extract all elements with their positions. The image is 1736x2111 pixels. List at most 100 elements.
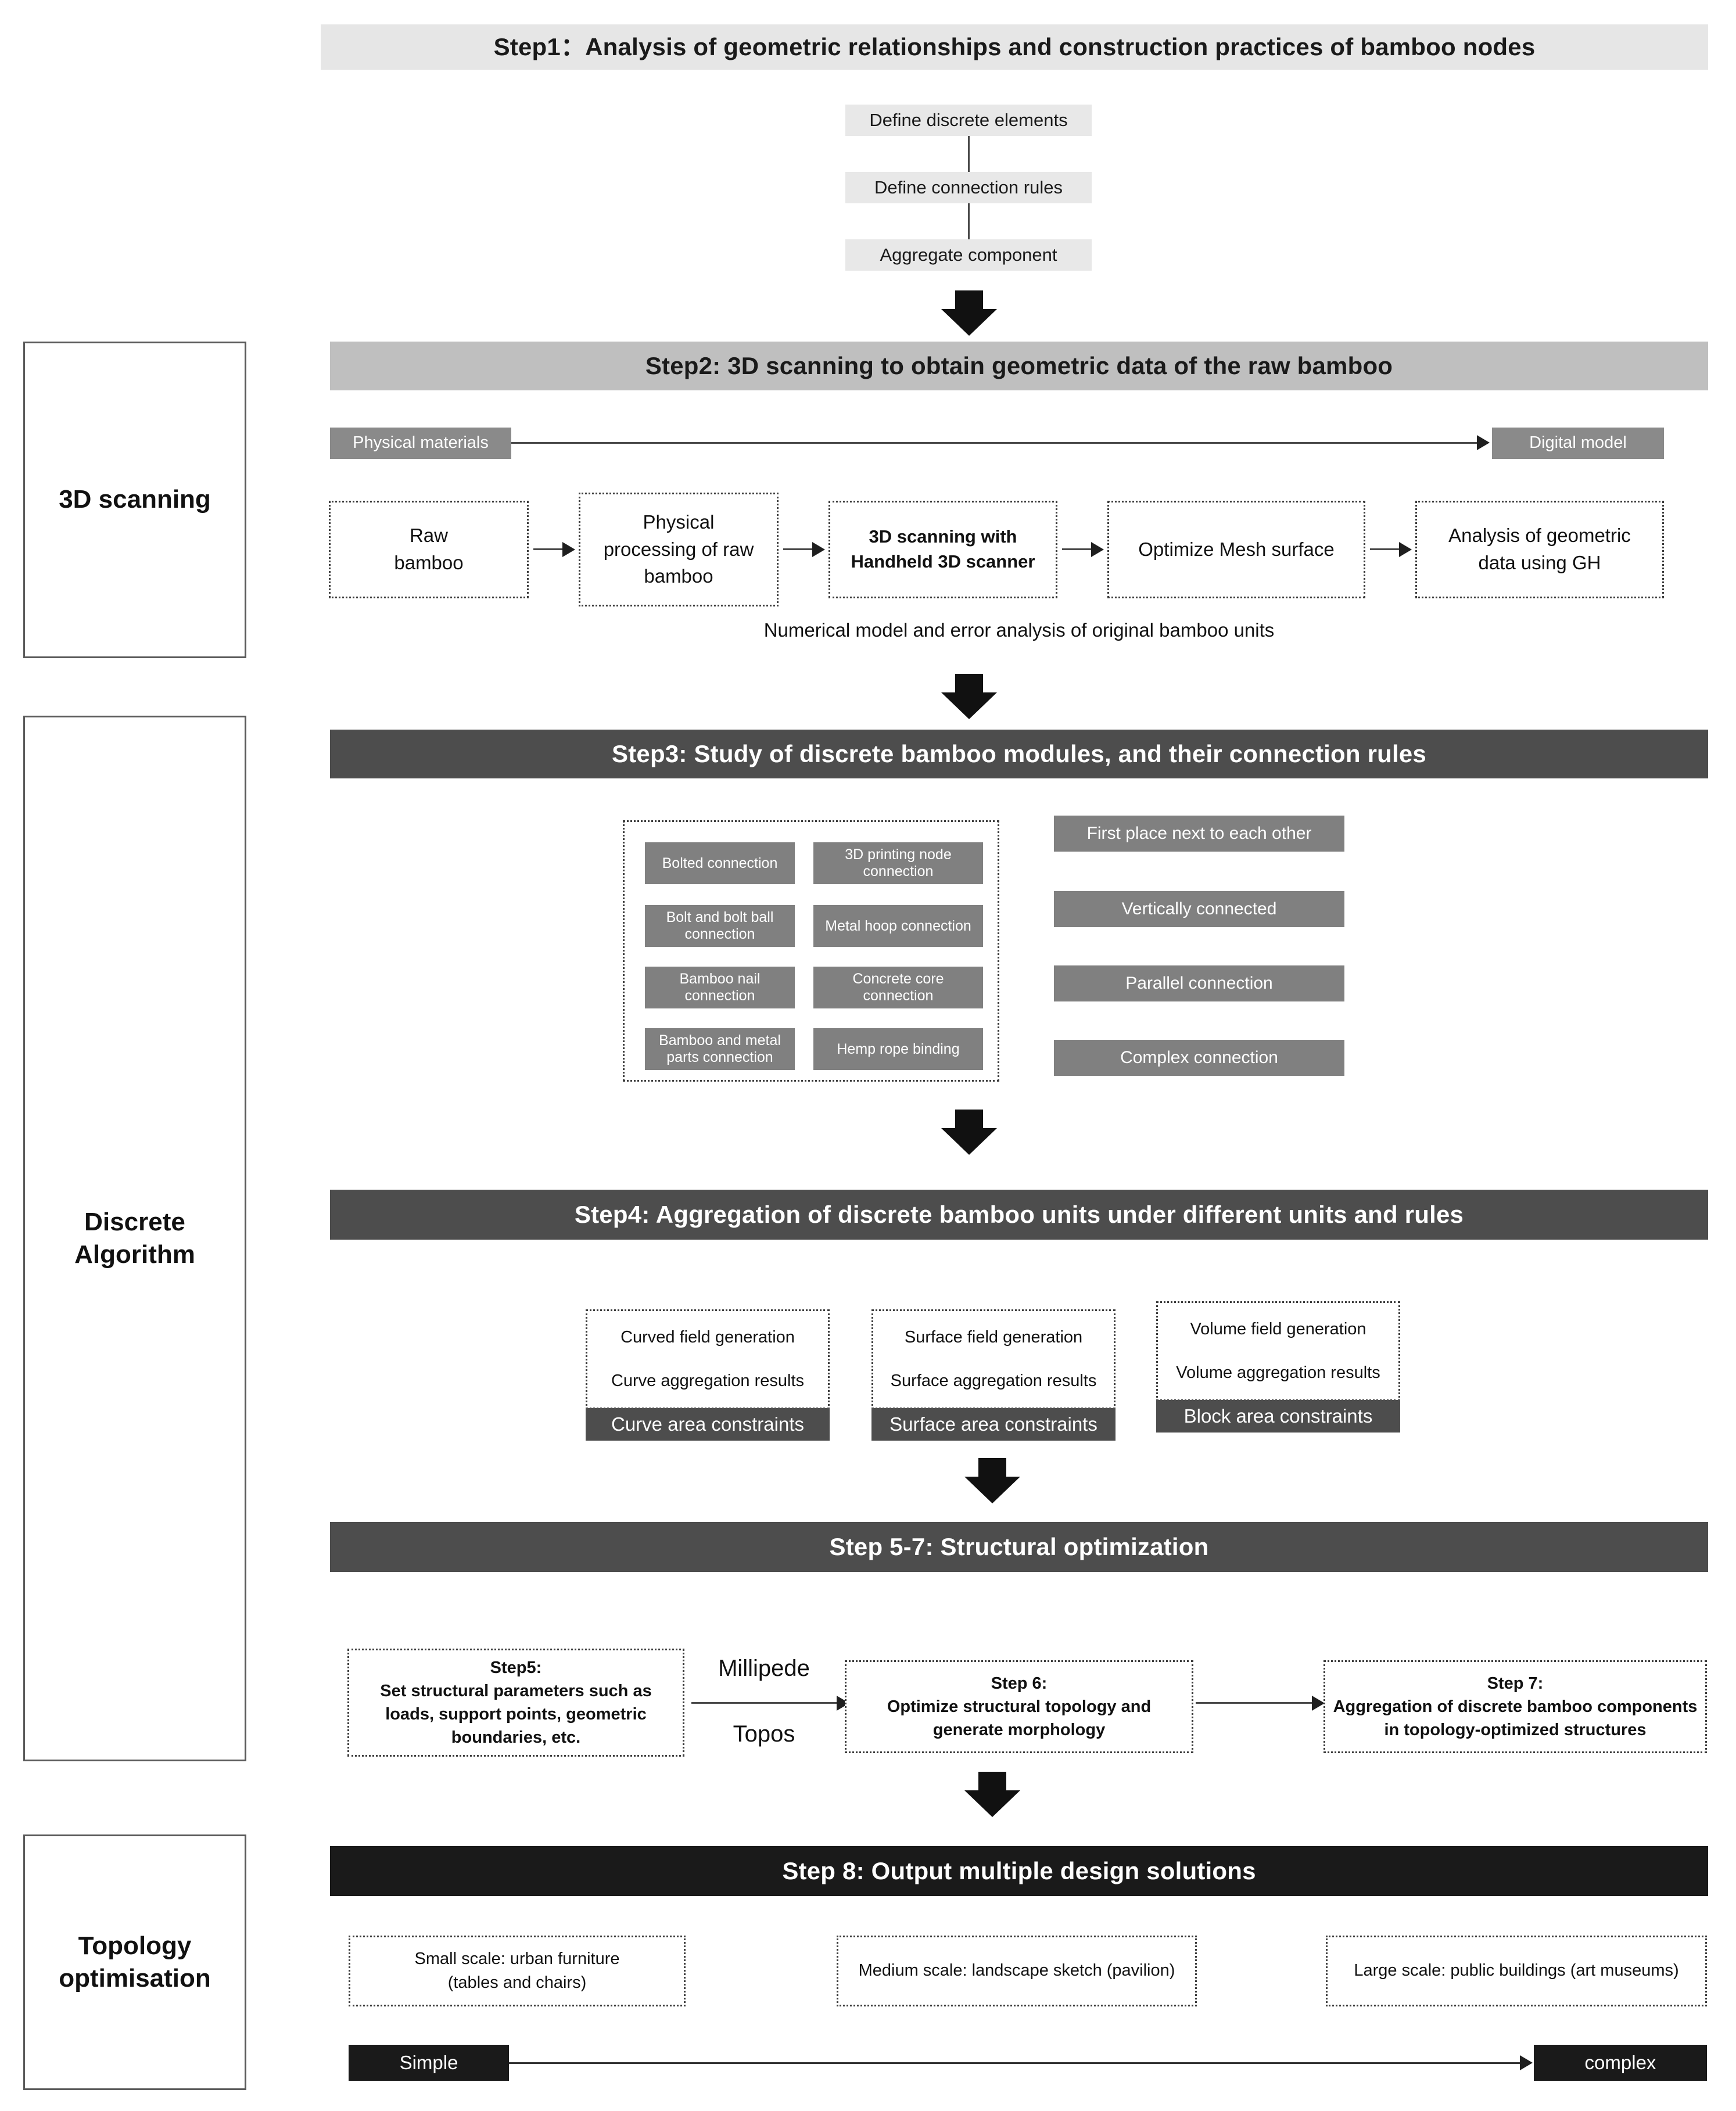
step1-chain-item-1: Define discrete elements [845, 105, 1092, 136]
arrow-right-icon [1312, 1696, 1325, 1711]
phase-label-topology-line2: optimisation [59, 1964, 211, 1992]
step2-caption-text: Numerical model and error analysis of or… [763, 619, 1275, 641]
step5-line1: Set structural parameters such as [380, 1681, 652, 1700]
step3-connection-hemprope-label: Hemp rope binding [837, 1040, 960, 1057]
step8-output-large-scale: Large scale: public buildings (art museu… [1326, 1936, 1707, 2006]
step3-rule-parallel-connection: Parallel connection [1054, 965, 1344, 1001]
step1-chain-label-2: Define connection rules [874, 177, 1063, 198]
flow-arrow-down-icon [964, 1772, 1020, 1817]
band-physical-materials-label: Physical materials [353, 433, 489, 453]
connector-label-millipede-text: Millipede [718, 1655, 810, 1681]
step4-block-area-constraints: Block area constraints [1156, 1400, 1400, 1433]
phase-label-topology-optimisation: Topology optimisation [53, 1930, 217, 1995]
step3-connection-bamboo-metal-parts: Bamboo and metal parts connection [645, 1028, 795, 1070]
step1-header-bar: Step1：Analysis of geometric relationship… [321, 24, 1708, 70]
step57-header-text: Step 5-7: Structural optimization [829, 1532, 1209, 1560]
step4-surface-line1: Surface field generation [904, 1327, 1083, 1347]
step3-connection-3dprint-line2: connection [863, 863, 934, 879]
step3-connection-bamboonail-line1: Bamboo nail [679, 971, 761, 988]
step3-connection-metal-hoop: Metal hoop connection [813, 905, 983, 947]
step2-box2-line1: Physical [643, 511, 715, 533]
step8-header-text: Step 8: Output multiple design solutions [782, 1857, 1256, 1884]
step2-box2-line3: bamboo [644, 565, 713, 587]
scale-band-simple: Simple [349, 2045, 509, 2081]
step4-column-volume-box: Volume field generation Volume aggregati… [1156, 1301, 1400, 1401]
connector-line [533, 548, 562, 550]
step3-rule-parallel-connection-label: Parallel connection [1125, 973, 1273, 993]
arrow-right-icon [812, 542, 825, 557]
phase-label-discrete-line2: Algorithm [74, 1240, 195, 1269]
phase-label-discrete-algorithm: Discrete Algorithm [69, 1206, 201, 1272]
step3-rule-complex-connection: Complex connection [1054, 1040, 1344, 1076]
step2-box1-line1: Raw [409, 525, 448, 547]
flow-arrow-down-icon [941, 674, 997, 719]
step2-process-box-analysis-gh: Analysis of geometric data using GH [1415, 501, 1664, 598]
step4-block-area-constraints-label: Block area constraints [1183, 1405, 1373, 1427]
step3-connection-3d-printing-node: 3D printing node connection [813, 842, 983, 884]
connector-label-millipede: Millipede [691, 1653, 837, 1684]
step2-header-text: Step2: 3D scanning to obtain geometric d… [645, 351, 1393, 379]
step3-connection-bamboo-nail: Bamboo nail connection [645, 967, 795, 1008]
step3-header-text: Step3: Study of discrete bamboo modules,… [612, 739, 1426, 767]
step4-curve-line2: Curve aggregation results [611, 1372, 805, 1390]
step3-connection-bamboometal-line1: Bamboo and metal [659, 1032, 781, 1049]
step8-small-line2: (tables and chairs) [447, 1973, 587, 1992]
step4-surface-area-constraints: Surface area constraints [871, 1408, 1116, 1441]
step5-title: Step5: [490, 1658, 542, 1677]
scale-connector-line [509, 2062, 1520, 2064]
flow-arrow-down-icon [941, 1110, 997, 1155]
phase-sidebar-topology-optimisation: Topology optimisation [23, 1834, 246, 2090]
phase-sidebar-discrete-algorithm: Discrete Algorithm [23, 716, 246, 1761]
step2-process-box-raw-bamboo: Raw bamboo [329, 501, 529, 598]
arrow-right-icon [562, 542, 575, 557]
step3-connection-metalhoop-label: Metal hoop connection [825, 917, 971, 934]
step6-box: Step 6: Optimize structural topology and… [845, 1660, 1193, 1753]
phase-label-topology-line1: Topology [78, 1931, 192, 1960]
connector-label-topos: Topos [691, 1718, 837, 1750]
step4-curve-area-constraints: Curve area constraints [586, 1408, 830, 1441]
step8-medium-line1: Medium scale: landscape sketch (pavilion… [858, 1961, 1175, 1980]
step2-process-box-optimize-mesh: Optimize Mesh surface [1107, 501, 1365, 598]
step2-box5-line2: data using GH [1478, 552, 1601, 573]
connector-line [691, 1702, 837, 1704]
step8-small-line1: Small scale: urban furniture [414, 1949, 620, 1968]
connector-line [783, 548, 812, 550]
step1-chain-item-2: Define connection rules [845, 172, 1092, 203]
step7-box: Step 7: Aggregation of discrete bamboo c… [1323, 1660, 1707, 1753]
step3-connection-concrete-core: Concrete core connection [813, 967, 983, 1008]
step3-rule-vertically-connected: Vertically connected [1054, 891, 1344, 927]
step6-line2: generate morphology [932, 1721, 1106, 1739]
step4-curve-area-constraints-label: Curve area constraints [611, 1413, 804, 1435]
step4-volume-line1: Volume field generation [1190, 1319, 1366, 1338]
step3-rule-first-place: First place next to each other [1054, 816, 1344, 852]
step5-line3: boundaries, etc. [451, 1728, 581, 1747]
step3-connection-bamboometal-line2: parts connection [666, 1049, 773, 1065]
band-digital-model: Digital model [1492, 428, 1664, 459]
step1-chain-label-1: Define discrete elements [869, 110, 1068, 130]
step2-box3-line1: 3D scanning with [869, 526, 1017, 547]
step2-box1-line2: bamboo [394, 552, 464, 573]
phase-label-discrete-line1: Discrete [84, 1207, 185, 1236]
phase-label-3d-scanning: 3D scanning [59, 485, 211, 514]
step3-connection-bolted: Bolted connection [645, 842, 795, 884]
step2-header-bar: Step2: 3D scanning to obtain geometric d… [330, 342, 1708, 390]
step8-large-line1: Large scale: public buildings (art museu… [1354, 1961, 1679, 1980]
step7-title: Step 7: [1487, 1674, 1544, 1693]
step7-line2: in topology-optimized structures [1384, 1721, 1647, 1739]
step4-header-text: Step4: Aggregation of discrete bamboo un… [574, 1200, 1464, 1228]
step2-box5-line1: Analysis of geometric [1448, 525, 1631, 547]
step3-connection-bolted-label: Bolted connection [662, 855, 778, 871]
step1-header-text: Step1：Analysis of geometric relationship… [493, 33, 1536, 60]
flow-arrow-down-icon [941, 290, 997, 336]
step4-surface-area-constraints-label: Surface area constraints [889, 1413, 1097, 1435]
connector-line [968, 136, 970, 175]
step3-connection-boltball-line1: Bolt and bolt ball [666, 909, 774, 926]
step4-surface-line2: Surface aggregation results [890, 1372, 1097, 1390]
phase-sidebar-3d-scanning: 3D scanning [23, 342, 246, 658]
arrow-right-icon [1091, 542, 1104, 557]
step5-box: Step5: Set structural parameters such as… [347, 1649, 684, 1757]
step3-connection-types-group [623, 820, 999, 1082]
connector-line [968, 203, 970, 243]
scale-band-complex-label: complex [1584, 2052, 1656, 2073]
